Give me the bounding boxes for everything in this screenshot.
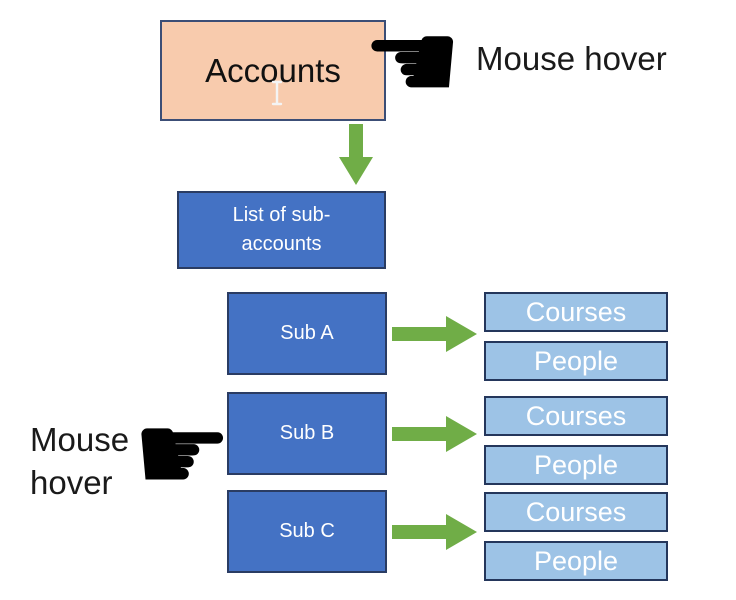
mouse-hover-left-line1: Mouse — [30, 421, 130, 458]
courses-box: Courses — [484, 492, 668, 532]
sub-c-box: Sub C — [227, 490, 387, 573]
mouse-hover-left-label: Mouse hover — [30, 419, 160, 505]
sub-b-label: Sub B — [279, 422, 335, 444]
mouse-hover-top-label: Mouse hover — [476, 40, 667, 77]
pointing-hand-left-icon: ☚ — [362, 0, 463, 127]
arrow-down-icon — [339, 124, 373, 185]
arrow-right-icon — [392, 416, 477, 452]
mouse-hover-left-line2: hover — [30, 463, 113, 501]
accounts-box: Accounts — [160, 20, 386, 121]
people-box: People — [484, 341, 668, 381]
courses-label: Courses — [525, 496, 627, 527]
sub-a-box: Sub A — [227, 292, 387, 375]
people-box: People — [484, 541, 668, 581]
sub-b-box: Sub B — [227, 392, 387, 475]
people-label: People — [533, 545, 619, 576]
arrow-right-icon — [392, 316, 477, 352]
arrow-right-icon — [392, 514, 477, 550]
sub-c-label: Sub C — [279, 520, 335, 542]
people-box: People — [484, 445, 668, 485]
courses-label: Courses — [525, 400, 627, 431]
list-of-subaccounts-label: List of sub- accounts — [233, 201, 331, 259]
list-label-line1: List of sub- — [232, 204, 331, 226]
people-label: People — [533, 449, 619, 480]
people-label: People — [533, 345, 619, 376]
list-label-line2: accounts — [241, 233, 322, 255]
courses-label: Courses — [525, 296, 627, 327]
list-of-subaccounts-box: List of sub- accounts — [177, 191, 386, 269]
courses-box: Courses — [484, 292, 668, 332]
text-cursor-icon — [271, 80, 283, 106]
sub-a-label: Sub A — [280, 322, 334, 344]
pointing-hand-right-icon: ☛ — [132, 389, 233, 519]
courses-box: Courses — [484, 396, 668, 436]
